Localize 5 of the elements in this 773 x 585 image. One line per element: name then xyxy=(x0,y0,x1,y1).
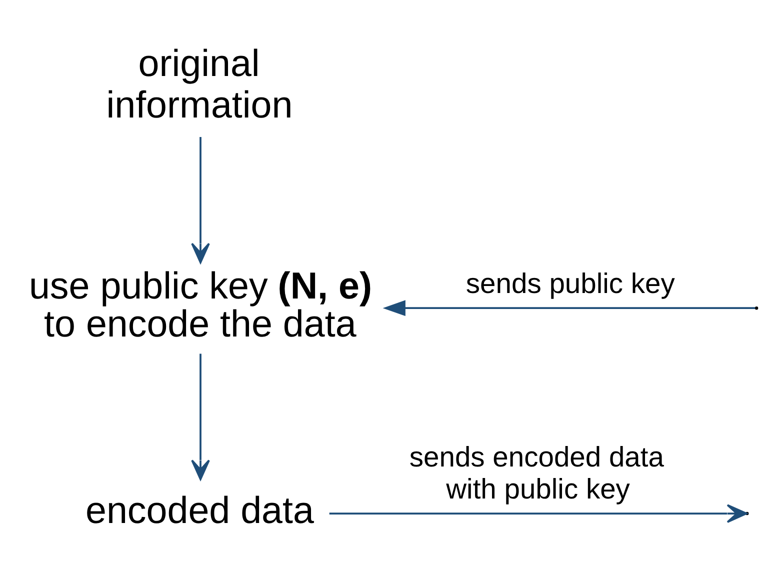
node-text: use public key (N, e) to encode the data xyxy=(28,264,372,344)
edge-label: sends encoded data with public key xyxy=(409,440,664,504)
edge-label: sends public key xyxy=(466,266,675,298)
node-text: original information xyxy=(106,42,293,126)
node-text: encoded data xyxy=(86,488,314,530)
